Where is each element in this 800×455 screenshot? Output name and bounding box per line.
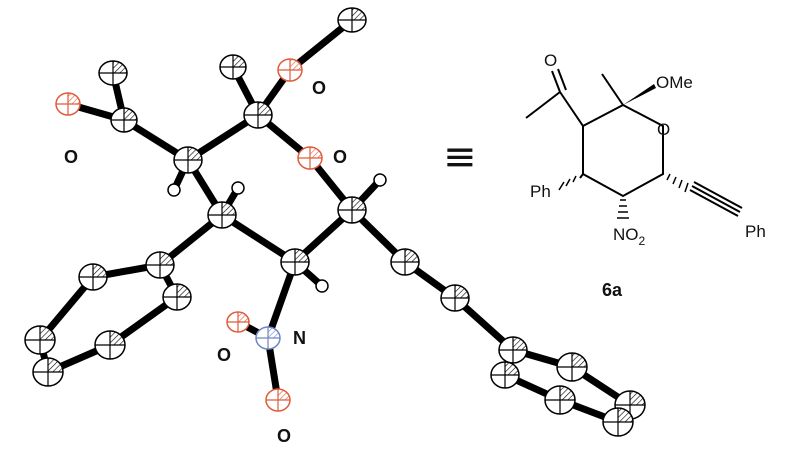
- carbon-atom: [337, 7, 367, 33]
- label-o-nitro-2: O: [277, 426, 291, 446]
- ortep-structure: O O O N O O: [24, 7, 646, 446]
- carbon-atom: [78, 263, 108, 291]
- carbon-atom: [243, 101, 273, 129]
- label-ph-left: Ph: [530, 182, 551, 201]
- carbon-atom: [440, 284, 470, 312]
- hashed-bond: [558, 173, 584, 191]
- label-o-left: O: [64, 147, 78, 167]
- carbon-atom: [32, 357, 64, 387]
- oxygen-atom: [265, 388, 291, 412]
- carbon-atom: [280, 248, 310, 276]
- carbon-atom: [207, 201, 237, 229]
- carbon-atom: [337, 196, 367, 224]
- carbon-atom: [145, 251, 175, 279]
- carbon-atom: [162, 283, 192, 311]
- oxygen-atom: [277, 58, 303, 82]
- carbon-atom: [219, 54, 247, 80]
- carbon-atom: [24, 325, 56, 355]
- label-no2: NO: [613, 225, 639, 244]
- skeletal-structure: O OMe O Ph NO2 Ph 6a: [525, 51, 766, 300]
- compound-label: 6a: [602, 280, 623, 300]
- hydrogen-atom: [231, 181, 245, 195]
- label-o-nitro-1: O: [217, 345, 231, 365]
- label-n-nitro: N: [293, 328, 306, 348]
- label-o-ring: O: [333, 147, 347, 167]
- label-ring-o: O: [657, 120, 670, 139]
- label-o-top: O: [312, 78, 326, 98]
- ortep-atoms: [24, 7, 646, 437]
- hashed-bond: [666, 173, 689, 193]
- carbon-atom: [110, 107, 138, 133]
- carbon-atom: [173, 146, 203, 174]
- hydrogen-atom: [315, 279, 329, 293]
- label-carbonyl-o: O: [544, 51, 557, 70]
- oxygen-atom: [297, 146, 323, 170]
- carbon-atom: [498, 336, 528, 364]
- carbon-atom: [556, 352, 588, 382]
- carbon-atom: [602, 407, 634, 437]
- carbon-atom: [390, 248, 420, 276]
- hydrogen-atom: [167, 183, 181, 197]
- oxygen-atom: [226, 311, 250, 333]
- nitrogen-atom: [255, 326, 281, 350]
- ortep-bonds: [36, 16, 634, 426]
- carbon-atom: [490, 361, 520, 389]
- label-nitro: NO2: [613, 225, 646, 248]
- carbon-atom: [544, 385, 576, 415]
- label-ph-right: Ph: [745, 222, 766, 241]
- carbon-atom: [98, 60, 128, 86]
- label-no2-sub: 2: [639, 234, 646, 248]
- oxygen-atom: [55, 92, 81, 116]
- carbon-atom: [94, 330, 126, 360]
- label-ome: OMe: [656, 73, 693, 92]
- hydrogen-atom: [373, 173, 387, 187]
- hashed-bond: [617, 199, 629, 219]
- equivalence-symbol: ≡: [443, 134, 477, 180]
